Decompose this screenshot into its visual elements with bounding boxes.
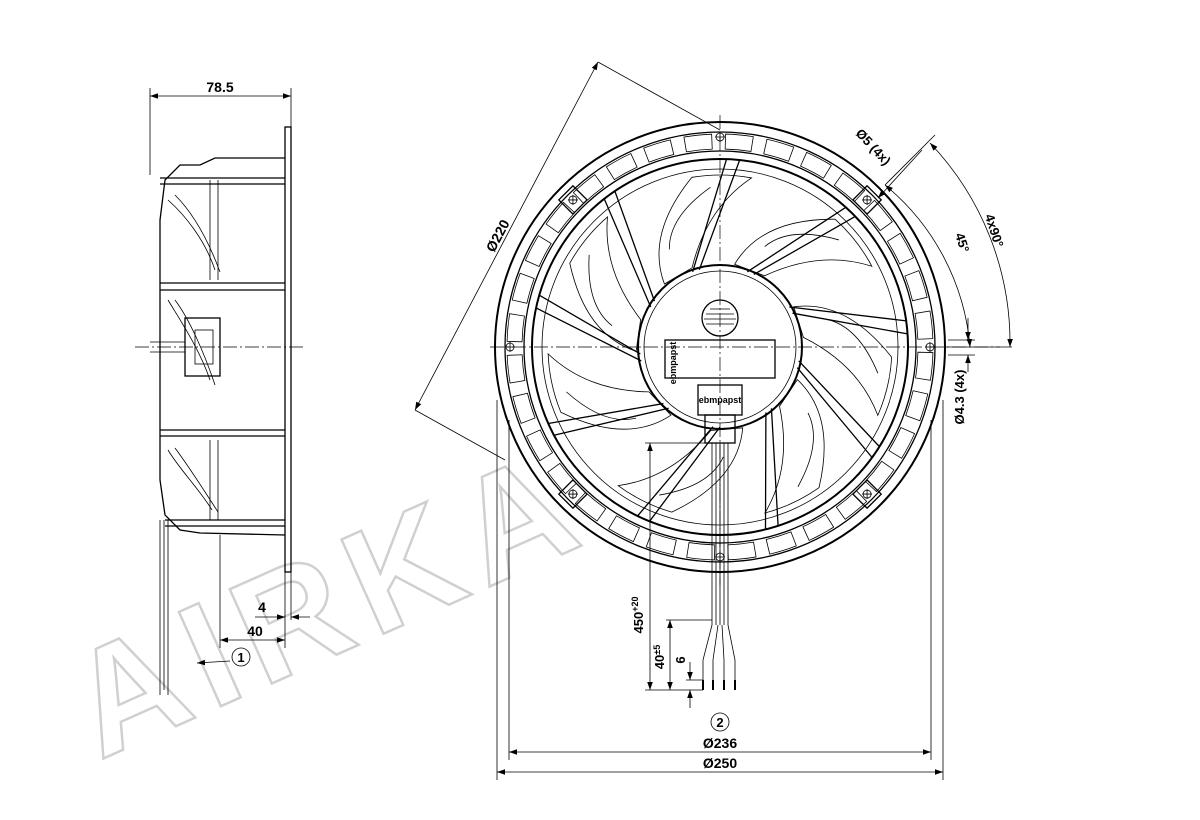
frame-cutout (886, 232, 914, 265)
dim-cable-length-tol: +20 (630, 597, 640, 612)
frame-spoke (535, 294, 642, 362)
frame-cutout (888, 427, 916, 459)
hub-vent (701, 299, 739, 337)
frame-cutout (863, 199, 893, 232)
cable-marker-circle (710, 712, 730, 732)
dim-mount-hole-side: Ø4.3 (4x) (952, 370, 967, 425)
frame-cutout (686, 542, 716, 561)
frame-spoke (603, 190, 656, 308)
fan-housing-outline (159, 157, 286, 536)
dim-outer-diameter: Ø250 (703, 755, 737, 771)
frame-cutout (802, 513, 835, 541)
frame-cutout (727, 541, 757, 561)
frame-cutout (905, 390, 929, 422)
fan-blade (764, 379, 825, 514)
dim-depth-overall: 78.5 (206, 79, 233, 95)
fan-blade (733, 218, 873, 277)
dim-strip-length: 40±5 (652, 645, 667, 669)
mounting-boss (852, 479, 883, 510)
dim-strip-length-tol: ±5 (652, 645, 662, 655)
frame-cutout (511, 272, 535, 304)
frame-cutout (608, 515, 640, 543)
frame-spoke (747, 206, 856, 276)
frame-spoke (764, 408, 779, 530)
frame-cutout (904, 270, 928, 302)
dim-angle-offset: 45° (952, 231, 972, 254)
brand-text-connector: ebmpapst (699, 395, 742, 405)
motor-hub (637, 264, 803, 430)
frame-cutout (835, 490, 868, 520)
cable-marker-label: 2 (716, 715, 723, 730)
frame-cutout (915, 351, 934, 381)
dim-wire-end: 6 (673, 656, 688, 663)
frame-spoke (692, 158, 741, 273)
side-view: 78.5 4 40 1 (135, 79, 310, 695)
dim-flange-thickness: 4 (258, 599, 266, 615)
dim-angle-spacing: 4x90° (982, 212, 1007, 249)
front-dimensions: Ø220 Ø5 (4x) 4x90° 45° Ø4.3 (4x) 450+20 … (414, 61, 1013, 780)
rating-label (664, 339, 776, 379)
frame-cutout (864, 460, 895, 493)
frame-cutout (506, 313, 525, 343)
frame-cutout (724, 133, 754, 152)
frame-cutout (643, 139, 675, 163)
brand-text-label: ebmpapst (668, 342, 678, 385)
mounting-flange (284, 126, 292, 573)
dim-bolt-circle: Ø220 (482, 217, 512, 255)
frame-cutout (833, 172, 866, 203)
dim-side-offset: 40 (247, 623, 263, 639)
dim-mount-hole-top: Ø5 (4x) (853, 126, 894, 168)
frame-cutout (526, 429, 554, 462)
frame-cutout (512, 392, 536, 424)
frame-cutout (506, 354, 526, 384)
frame-cutout (572, 174, 605, 204)
frame-cutout (545, 201, 576, 234)
mounting-boss (557, 479, 588, 510)
frame-cutout (763, 138, 795, 162)
frame-cutout (914, 310, 934, 340)
mounting-boss (852, 184, 883, 215)
dim-inner-diameter: Ø236 (703, 735, 737, 751)
frame-spoke (796, 360, 880, 458)
frame-cutout (765, 531, 797, 555)
dim-cable-length: 450+20 (630, 597, 646, 634)
view-marker-label: 1 (237, 650, 244, 665)
frame-spoke (548, 402, 669, 436)
frame-cutout (524, 235, 552, 267)
frame-cutout (645, 532, 677, 556)
view-marker-circle (231, 647, 251, 667)
frame-cutout (605, 153, 638, 181)
frame-cutout (800, 151, 832, 179)
watermark-text: AIRKA (45, 414, 611, 789)
front-view: ebmpapst ebmpapst (490, 115, 1000, 690)
frame-cutout (683, 133, 713, 153)
